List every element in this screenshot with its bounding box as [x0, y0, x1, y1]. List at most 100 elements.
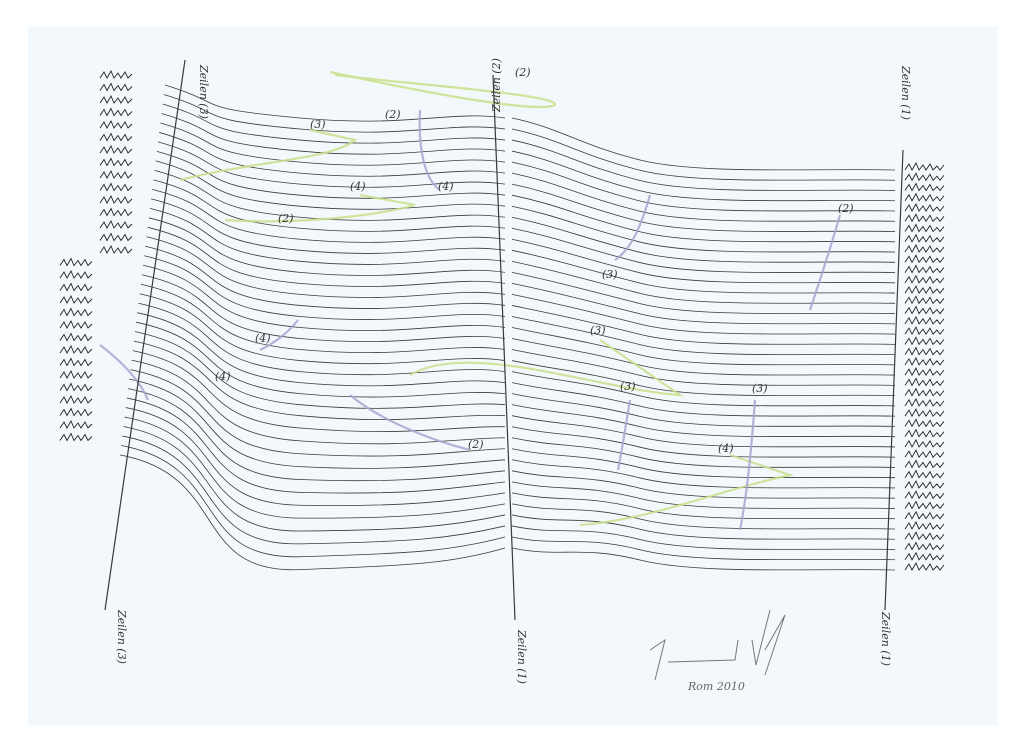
handwriting-scribble: [904, 561, 945, 571]
annotation-label: (3): [620, 380, 636, 393]
handwriting-scribble: [904, 500, 945, 510]
handwriting-scribble: [59, 432, 93, 442]
color-stroke: [579, 453, 795, 527]
ink-line-left: [155, 160, 506, 210]
handwriting-scribble: [59, 319, 93, 329]
ink-line-right: [511, 249, 896, 294]
handwriting-scribble: [904, 479, 945, 489]
ink-line-right: [511, 172, 896, 222]
ink-line-left: [159, 132, 506, 177]
ink-line-left: [144, 255, 506, 320]
ink-lines: [59, 69, 945, 571]
handwriting-scribble: [904, 377, 945, 387]
ink-line-left: [130, 369, 506, 457]
handwriting-scribble: [904, 233, 945, 243]
ink-line-right: [511, 404, 896, 438]
annotation-label: (4): [350, 180, 366, 193]
handwriting-scribble: [904, 531, 945, 541]
ink-line-right: [511, 437, 896, 468]
ink-line-left: [136, 321, 506, 398]
annotation-label: (4): [438, 180, 454, 193]
signature-date: Rom 2010: [687, 680, 745, 693]
ink-line-right: [511, 183, 896, 232]
ink-line-right: [511, 227, 896, 273]
handwriting-scribble: [904, 510, 945, 520]
handwriting-scribble: [904, 459, 945, 469]
ink-line-left: [140, 283, 506, 354]
handwriting-scribble: [99, 119, 133, 129]
annotation-label: (2): [838, 202, 854, 215]
ink-line-right: [511, 547, 896, 571]
ink-line-right: [511, 371, 896, 407]
ink-line-right: [511, 271, 896, 314]
axis-label-middle-top: Zeilen (2): [490, 58, 503, 113]
handwriting-scribble: [904, 541, 945, 551]
axis-label-right-bottom: Zeilen (1): [879, 611, 892, 666]
handwriting-scribble: [904, 315, 945, 325]
handwriting-scribble: [59, 257, 93, 267]
handwriting-scribble: [904, 490, 945, 500]
ink-line-left: [164, 84, 506, 122]
annotations: (2)(3)(4)(2)(4)(2)(3)(4)(4)(3)(3)(3)(2)(…: [215, 66, 854, 455]
ink-line-left: [127, 388, 506, 482]
axis-right: [884, 149, 904, 611]
axis-middle: [492, 74, 516, 621]
handwriting-scribble: [59, 394, 93, 404]
ink-line-right: [511, 514, 896, 540]
ink-line-right: [511, 415, 896, 448]
ink-line-right: [511, 282, 896, 325]
ink-line-left: [162, 103, 506, 144]
annotation-label: (3): [602, 268, 618, 281]
ink-line-left: [119, 454, 506, 571]
color-stroke: [614, 194, 652, 261]
ink-line-left: [121, 445, 506, 558]
handwriting-scribble: [99, 69, 133, 79]
ink-line-right: [511, 536, 896, 561]
ink-line-left: [132, 350, 506, 432]
ink-line-left: [138, 302, 506, 376]
annotation-label: (2): [385, 108, 401, 121]
handwriting-scribble: [904, 182, 945, 192]
handwriting-scribble: [59, 382, 93, 392]
ink-line-left: [156, 151, 506, 199]
ink-line-right: [511, 327, 896, 366]
handwriting-scribble: [904, 428, 945, 438]
handwriting-scribble: [904, 274, 945, 284]
handwriting-scribble: [904, 356, 945, 366]
ink-line-left: [152, 188, 506, 243]
handwriting-scribble: [59, 332, 93, 342]
ink-line-left: [161, 113, 506, 155]
ink-line-right: [511, 349, 896, 386]
signature-mark: [649, 609, 786, 681]
axis-label-left-top: Zeilen (3): [197, 64, 210, 119]
handwriting-scribble: [99, 107, 133, 117]
ink-line-left: [151, 198, 506, 254]
ink-line-left: [124, 416, 506, 519]
ink-line-right: [511, 393, 896, 427]
handwriting-scribble: [59, 269, 93, 279]
ink-line-left: [131, 359, 506, 445]
handwriting-scribble: [904, 264, 945, 274]
handwriting-scribble: [99, 194, 133, 204]
ink-line-right: [511, 294, 896, 335]
handwriting-scribble: [59, 419, 93, 429]
handwriting-scribble: [59, 294, 93, 304]
color-stroke: [329, 70, 557, 109]
handwriting-scribble: [59, 407, 93, 417]
color-stroke: [224, 193, 416, 223]
ink-line-right: [511, 525, 896, 550]
handwriting-scribble: [99, 169, 133, 179]
axis-label-left-bottom: Zeilen (3): [115, 609, 128, 664]
ink-line-right: [511, 238, 896, 284]
handwriting-scribble: [99, 144, 133, 154]
handwriting-scribble: [904, 520, 945, 530]
annotation-label: (3): [310, 118, 326, 131]
ink-line-right: [511, 503, 896, 530]
handwriting-scribble: [904, 223, 945, 233]
ink-line-left: [146, 236, 506, 298]
handwriting-scribble: [99, 244, 133, 254]
handwriting-scribble: [904, 244, 945, 254]
handwriting-scribble: [99, 207, 133, 217]
handwriting-scribble: [904, 254, 945, 264]
handwriting-scribble: [904, 295, 945, 305]
